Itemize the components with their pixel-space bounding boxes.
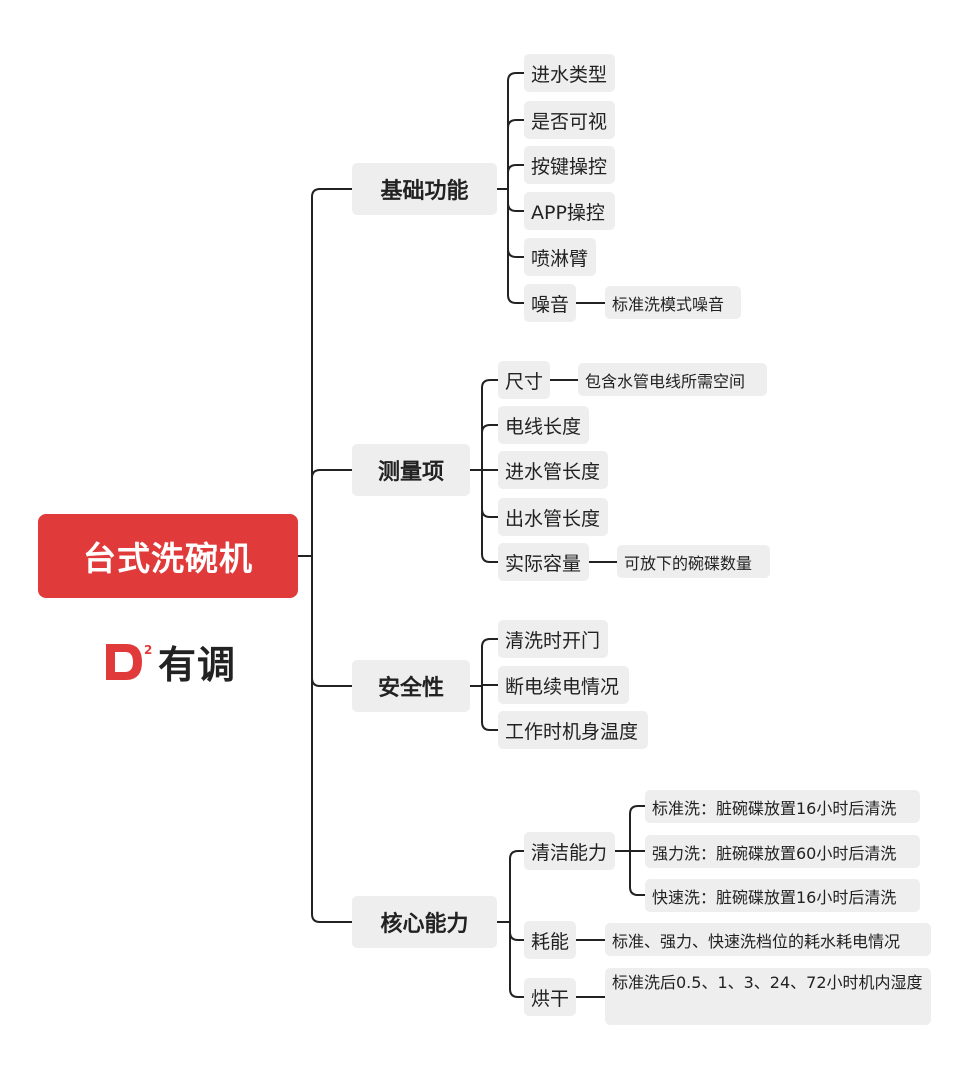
node-power-interrupt: 断电续电情况 xyxy=(498,666,629,704)
node-outlet-hose-length: 出水管长度 xyxy=(498,498,608,536)
wire-root-branch-3 xyxy=(311,913,353,923)
wire-core-branch-2 xyxy=(509,988,525,998)
node-standard-wash: 标准洗：脏碗碟放置16小时后清洗 xyxy=(645,790,920,823)
wire-measure-branch-3 xyxy=(481,508,499,518)
node-water-inlet-type: 进水类型 xyxy=(524,54,615,92)
svg-text:2: 2 xyxy=(144,643,152,657)
node-humidity-after-wash: 标准洗后0.5、1、3、24、72小时机内湿度 xyxy=(605,968,931,1025)
node-open-door-during-wash: 清洗时开门 xyxy=(498,620,608,658)
node-app-control: APP操控 xyxy=(524,192,615,230)
node-dimensions: 尺寸 xyxy=(498,361,550,399)
node-cord-length: 电线长度 xyxy=(498,406,589,444)
wire-measure-branch-0 xyxy=(481,379,499,389)
node-intensive-wash: 强力洗：脏碗碟放置60小时后清洗 xyxy=(645,835,920,868)
node-energy-consumption: 耗能 xyxy=(524,921,576,959)
wire-core-branch-1 xyxy=(509,931,525,941)
wire-measure-branch-4 xyxy=(481,553,499,563)
wire-cleaning-branch-2 xyxy=(629,886,646,896)
wire-core-branch-0 xyxy=(509,850,525,860)
node-inlet-hose-length: 进水管长度 xyxy=(498,451,608,489)
wire-root-branch-2 xyxy=(311,677,353,687)
wire-safety-branch-0 xyxy=(481,638,499,648)
branch-core-capability: 核心能力 xyxy=(352,896,497,948)
wire-basic-branch-2 xyxy=(507,164,525,174)
wire-basic-branch-1 xyxy=(507,119,525,129)
node-spray-arm: 喷淋臂 xyxy=(524,238,596,276)
wire-cleaning-branch-0 xyxy=(629,805,646,815)
wire-root-branch-0 xyxy=(311,188,353,198)
brand-name: 有调 xyxy=(158,642,237,687)
brand-logo: 2 有调 xyxy=(104,636,237,687)
wire-basic-branch-4 xyxy=(507,248,525,258)
node-body-temperature: 工作时机身温度 xyxy=(498,711,648,749)
wire-safety-branch-2 xyxy=(481,721,499,731)
branch-safety: 安全性 xyxy=(352,660,470,712)
wire-basic-branch-5 xyxy=(507,294,525,304)
wire-basic-branch-3 xyxy=(507,202,525,212)
wire-measure-branch-1 xyxy=(481,424,499,434)
node-space-incl-hoses: 包含水管电线所需空间 xyxy=(578,363,767,396)
node-visibility: 是否可视 xyxy=(524,101,615,139)
node-drying: 烘干 xyxy=(524,978,576,1016)
branch-basic-functions: 基础功能 xyxy=(352,163,497,215)
node-standard-wash-noise: 标准洗模式噪音 xyxy=(605,286,741,319)
node-quick-wash: 快速洗：脏碗碟放置16小时后清洗 xyxy=(645,879,920,912)
branch-measurements: 测量项 xyxy=(352,444,470,496)
node-actual-capacity: 实际容量 xyxy=(498,543,589,581)
node-button-control: 按键操控 xyxy=(524,146,615,184)
wire-root-branch-1 xyxy=(311,469,353,479)
root-node: 台式洗碗机 xyxy=(38,514,298,598)
d-squared-logo-icon: 2 xyxy=(106,643,152,680)
node-dish-count: 可放下的碗碟数量 xyxy=(617,545,770,578)
node-water-power-usage: 标准、强力、快速洗档位的耗水耗电情况 xyxy=(605,923,931,956)
node-noise: 噪音 xyxy=(524,284,576,322)
wire-basic-branch-0 xyxy=(507,72,525,82)
node-cleaning-ability: 清洁能力 xyxy=(524,832,615,870)
